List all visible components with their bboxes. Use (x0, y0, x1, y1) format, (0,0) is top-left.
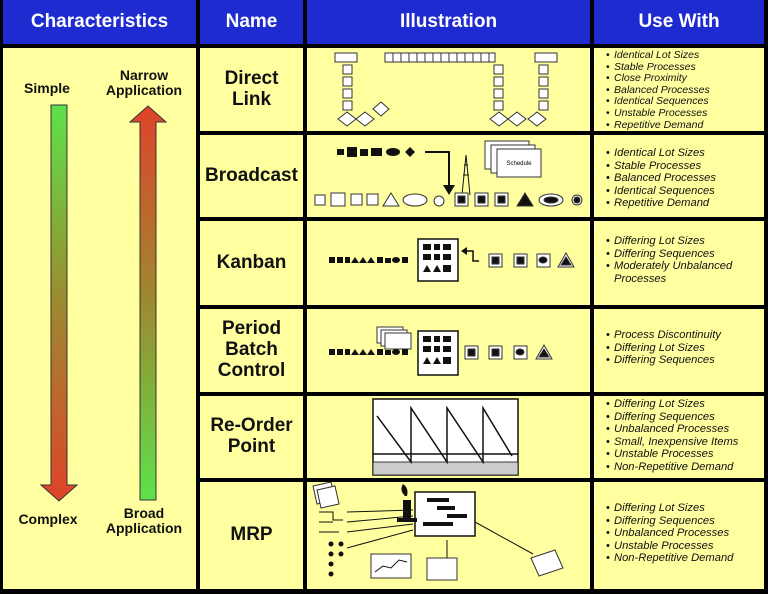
illustration-broadcast: Schedule (307, 135, 590, 217)
re-order-point-diagram (372, 398, 519, 476)
illustration-period-batch-control (307, 309, 590, 392)
mrp-diagram (312, 481, 564, 581)
use-item: Unbalanced Processes (606, 423, 760, 436)
use-item: Non-Repetitive Demand (606, 552, 760, 565)
illustration-direct-link (307, 48, 590, 131)
header-name: Name (200, 0, 303, 44)
name-broadcast: Broadcast (200, 135, 303, 217)
use-item: Repetitive Demand (606, 197, 760, 210)
use-item: Identical Lot Sizes (606, 147, 760, 160)
illustration-mrp (307, 481, 590, 589)
kanban-diagram (329, 238, 575, 282)
broadcast-diagram: Schedule (314, 140, 583, 207)
use-item: Differing Sequences (606, 248, 760, 261)
use-item: Balanced Processes (606, 84, 760, 97)
characteristics-panel: Simple Narrow Application Complex Broad … (3, 48, 196, 589)
use-item: Unstable Processes (606, 448, 760, 461)
uses-mrp: Differing Lot Sizes Differing Sequences … (594, 482, 764, 589)
characteristics-arrows (39, 104, 168, 502)
use-item: Balanced Processes (606, 172, 760, 185)
illustration-kanban (307, 221, 590, 305)
use-item: Non-Repetitive Demand (606, 461, 760, 474)
use-item: Differing Sequences (606, 411, 760, 424)
header-illustration: Illustration (307, 0, 590, 44)
use-item: Unstable Processes (606, 107, 760, 120)
uses-period-batch-control: Process Discontinuity Differing Lot Size… (594, 309, 764, 392)
simple-to-complex-arrow (39, 104, 79, 502)
uses-re-order-point: Differing Lot Sizes Differing Sequences … (594, 396, 764, 478)
use-item: Moderately Unbalanced Processes (606, 260, 760, 285)
use-item: Differing Lot Sizes (606, 342, 760, 355)
uses-list: Differing Lot Sizes Differing Sequences … (606, 398, 760, 474)
period-batch-control-diagram (329, 326, 553, 376)
broadcast-schedule-label: Schedule (506, 161, 532, 167)
name-kanban: Kanban (200, 221, 303, 305)
name-direct-link: Direct Link (200, 48, 303, 131)
use-item: Close Proximity (606, 73, 760, 85)
use-item: Differing Lot Sizes (606, 398, 760, 411)
use-item: Differing Sequences (606, 515, 760, 528)
uses-list: Identical Lot Sizes Stable Processes Bal… (606, 147, 760, 210)
uses-list: Differing Lot Sizes Differing Sequences … (606, 502, 760, 565)
uses-list: Differing Lot Sizes Differing Sequences … (606, 235, 760, 285)
use-item: Stable Processes (606, 160, 760, 173)
use-item: Identical Lot Sizes (606, 49, 760, 62)
simple-label: Simple (24, 80, 70, 96)
use-item: Repetitive Demand (606, 119, 760, 132)
use-item: Small, Inexpensive Items (606, 436, 760, 449)
uses-direct-link: Identical Lot Sizes Stable Processes Clo… (594, 48, 764, 131)
use-item: Process Discontinuity (606, 329, 760, 342)
uses-list: Identical Lot Sizes Stable Processes Clo… (606, 49, 760, 132)
use-item: Differing Sequences (606, 354, 760, 367)
use-item: Identical Sequences (606, 96, 760, 108)
illustration-re-order-point (307, 396, 590, 478)
name-period-batch-control: Period Batch Control (200, 309, 303, 392)
direct-link-diagram (334, 52, 558, 127)
use-item: Unstable Processes (606, 540, 760, 553)
narrow-application-label: Narrow Application (105, 67, 183, 98)
broad-application-label: Broad Application (105, 505, 183, 536)
use-item: Stable Processes (606, 61, 760, 74)
broad-to-narrow-arrow (128, 105, 168, 501)
header-characteristics: Characteristics (3, 0, 196, 44)
use-item: Differing Lot Sizes (606, 235, 760, 248)
uses-list: Process Discontinuity Differing Lot Size… (606, 329, 760, 367)
uses-broadcast: Identical Lot Sizes Stable Processes Bal… (594, 135, 764, 217)
name-mrp: MRP (200, 482, 303, 589)
use-item: Differing Lot Sizes (606, 502, 760, 515)
use-item: Identical Sequences (606, 185, 760, 198)
complex-label: Complex (18, 511, 78, 527)
name-re-order-point: Re-Order Point (200, 396, 303, 478)
use-item: Unbalanced Processes (606, 527, 760, 540)
header-use-with: Use With (594, 0, 764, 44)
uses-kanban: Differing Lot Sizes Differing Sequences … (594, 221, 764, 305)
